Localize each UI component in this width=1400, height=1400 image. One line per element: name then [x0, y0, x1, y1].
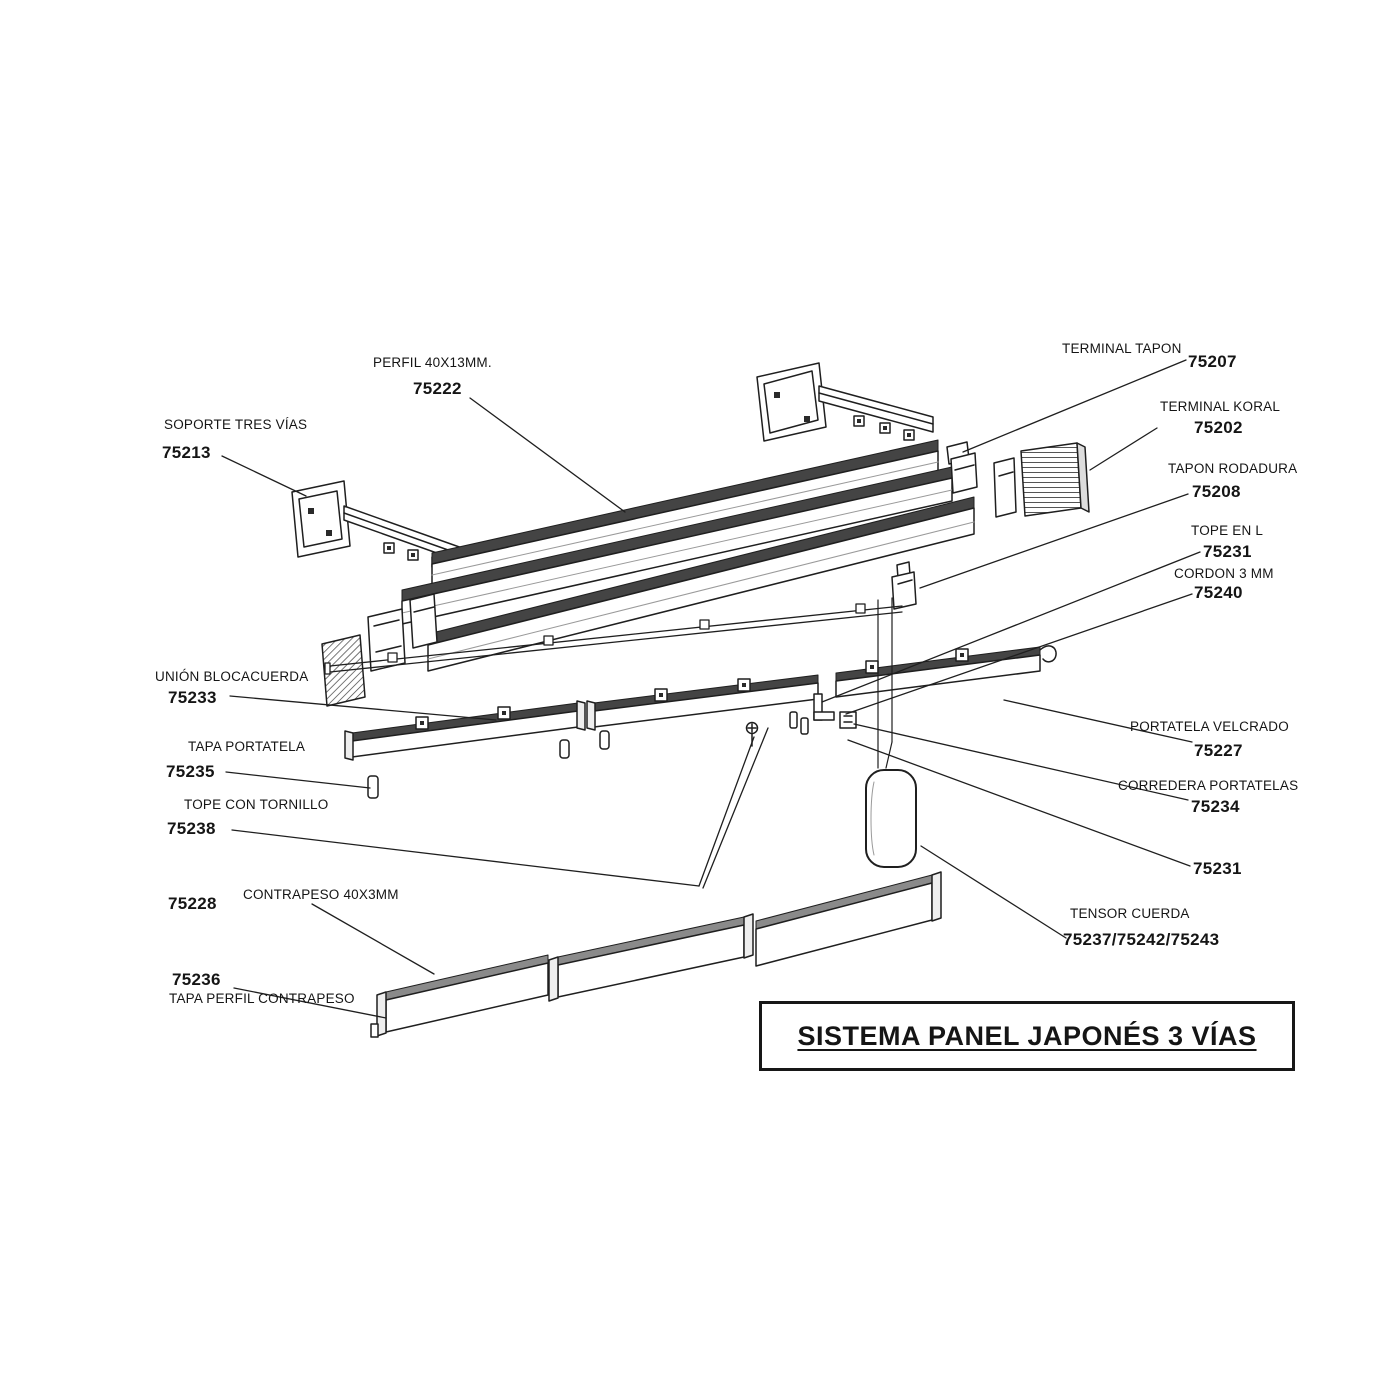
hook-icon: [1039, 645, 1057, 663]
leader-tapa-portatela: [225, 771, 371, 789]
tapon-rodadura-part: [891, 561, 917, 610]
code-cordon-3mm: 75240: [1194, 583, 1243, 602]
label-portatela-velcrado: PORTATELA VELCRADO: [1130, 719, 1289, 734]
label-corredera-portatelas: CORREDERA PORTATELAS: [1118, 778, 1299, 793]
code-contrapeso: 75228: [168, 894, 217, 913]
carrier-segment-c: [835, 645, 1057, 698]
label-perfil: PERFIL 40X13MM.: [373, 355, 492, 370]
label-cordon-3mm: CORDON 3 MM: [1174, 566, 1274, 581]
code-tope-en-l: 75231: [1203, 542, 1252, 561]
code-tope-en-l-2: 75231: [1193, 859, 1242, 878]
leader-corredera: [853, 723, 1189, 801]
cord-rod: [324, 603, 903, 675]
code-terminal-koral: 75202: [1194, 418, 1243, 437]
leader-tapon-rodadura: [919, 493, 1189, 589]
leader-lines: [221, 359, 1201, 1019]
leader-tope-tornillo-3: [702, 727, 769, 889]
code-portatela-velcrado: 75227: [1194, 741, 1243, 760]
label-tapa-perfil-contrapeso: TAPA PERFIL CONTRAPESO: [169, 991, 355, 1006]
label-contrapeso: CONTRAPESO 40X3MM: [243, 887, 399, 902]
leader-tope-en-l: [821, 551, 1201, 703]
label-tapa-portatela: TAPA PORTATELA: [188, 739, 306, 754]
carrier-segment-b: [586, 674, 819, 750]
label-tensor-cuerda: TENSOR CUERDA: [1070, 906, 1190, 921]
leader-tope-tornillo-1: [231, 829, 700, 887]
carrier-segment-a: [344, 700, 586, 799]
leader-terminal-tapon: [962, 359, 1187, 453]
label-terminal-tapon: TERMINAL TAPON: [1062, 341, 1182, 356]
label-tope-con-tornillo: TOPE CON TORNILLO: [184, 797, 329, 812]
label-tope-en-l: TOPE EN L: [1191, 523, 1264, 538]
code-corredera-portatelas: 75234: [1191, 797, 1240, 816]
code-soporte-tres-vias: 75213: [162, 443, 211, 462]
code-perfil: 75222: [413, 379, 462, 398]
cord-tensioner-weight: [865, 769, 917, 868]
rail-left-end-parts: [321, 593, 438, 707]
code-tensor-cuerda: 75237/75242/75243: [1063, 930, 1220, 949]
label-tapon-rodadura: TAPON RODADURA: [1168, 461, 1298, 476]
counterweight-bars: [370, 871, 942, 1038]
leader-tapa-contrapeso: [233, 987, 387, 1019]
leader-portatela-velcrado: [1003, 699, 1193, 743]
label-union-blocacuerda: UNIÓN BLOCACUERDA: [155, 669, 309, 684]
leader-tensor: [920, 845, 1067, 939]
leader-contrapeso: [311, 903, 435, 975]
terminal-koral-part: [993, 442, 1090, 518]
leader-cordon: [845, 593, 1193, 715]
diagram-title: SISTEMA PANEL JAPONÉS 3 VÍAS: [797, 1020, 1257, 1051]
label-terminal-koral: TERMINAL KORAL: [1160, 399, 1281, 414]
leader-union-blocacuerda: [229, 695, 497, 721]
leader-terminal-koral: [1089, 427, 1158, 471]
wall-bracket-right: [756, 362, 934, 442]
head-rails: [401, 439, 975, 672]
title-block: SISTEMA PANEL JAPONÉS 3 VÍAS: [759, 1001, 1295, 1071]
code-tapa-perfil-contrapeso: 75236: [172, 970, 221, 989]
leader-tope-en-l-2: [847, 739, 1191, 867]
label-soporte-tres-vias: SOPORTE TRES VÍAS: [164, 417, 308, 432]
mid-small-parts: [745, 693, 857, 747]
code-union-blocacuerda: 75233: [168, 688, 217, 707]
leader-tope-tornillo-2: [698, 736, 755, 887]
code-tapa-portatela: 75235: [166, 762, 215, 781]
code-tope-con-tornillo: 75238: [167, 819, 216, 838]
leader-perfil: [469, 397, 626, 513]
terminal-tapon-part: [946, 441, 978, 494]
code-terminal-tapon: 75207: [1188, 352, 1237, 371]
leader-soporte: [221, 455, 307, 497]
code-tapon-rodadura: 75208: [1192, 482, 1241, 501]
